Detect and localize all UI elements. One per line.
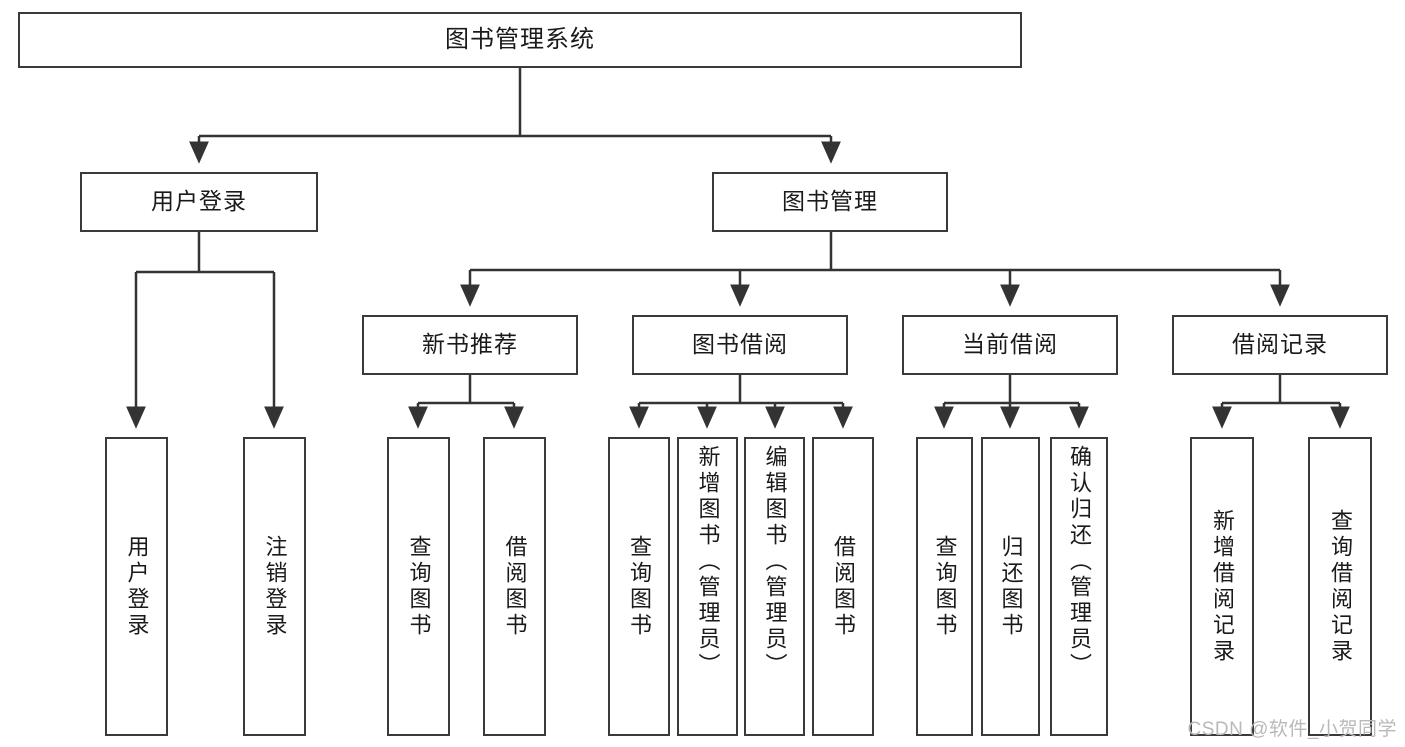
node-leaf-query-book-borrow[interactable]: 查询图书 [608,437,670,736]
node-borrow-record[interactable]: 借阅记录 [1172,315,1388,375]
node-leaf-return-book[interactable]: 归还图书 [981,437,1040,736]
node-book-management-label: 图书管理 [782,188,878,215]
node-leaf-logout[interactable]: 注销登录 [243,437,306,736]
node-book-borrow[interactable]: 图书借阅 [632,315,848,375]
node-leaf-query-book-current[interactable]: 查询图书 [916,437,973,736]
node-leaf-confirm-return-admin[interactable]: 确认归还（管理员） [1050,437,1108,736]
node-leaf-borrow-book[interactable]: 借阅图书 [812,437,874,736]
node-leaf-user-login[interactable]: 用户登录 [105,437,168,736]
node-borrow-record-label: 借阅记录 [1232,331,1328,358]
node-leaf-label: 确认归还（管理员） [1067,445,1092,679]
node-root-system[interactable]: 图书管理系统 [18,12,1022,68]
node-leaf-label: 归还图书 [998,534,1024,639]
csdn-watermark: CSDN @软件_小贺同学 [1187,719,1397,740]
node-new-book-recommend-label: 新书推荐 [422,331,518,358]
node-leaf-label: 查询借阅记录 [1328,508,1353,665]
node-leaf-add-book-admin[interactable]: 新增图书（管理员） [677,437,738,736]
node-leaf-borrow-book-newbook[interactable]: 借阅图书 [483,437,546,736]
node-leaf-label: 用户登录 [124,534,150,639]
node-root-label: 图书管理系统 [445,25,595,53]
node-leaf-add-borrow-record[interactable]: 新增借阅记录 [1190,437,1254,736]
node-user-login-label: 用户登录 [151,188,247,215]
node-leaf-label: 查询图书 [627,534,652,639]
node-leaf-edit-book-admin[interactable]: 编辑图书（管理员） [744,437,805,736]
node-leaf-label: 借阅图书 [502,534,528,639]
node-current-borrow[interactable]: 当前借阅 [902,315,1118,375]
node-leaf-label: 新增图书（管理员） [695,445,721,679]
node-leaf-query-book-newbook[interactable]: 查询图书 [387,437,450,736]
node-leaf-label: 查询图书 [406,534,432,639]
node-leaf-query-borrow-record[interactable]: 查询借阅记录 [1308,437,1372,736]
node-book-management[interactable]: 图书管理 [712,172,948,232]
node-user-login[interactable]: 用户登录 [80,172,318,232]
node-leaf-label: 借阅图书 [831,534,856,639]
node-leaf-label: 编辑图书（管理员） [762,445,788,679]
node-leaf-label: 新增借阅记录 [1210,508,1235,665]
node-leaf-label: 查询图书 [932,534,958,639]
node-book-borrow-label: 图书借阅 [692,331,788,358]
node-new-book-recommend[interactable]: 新书推荐 [362,315,578,375]
node-leaf-label: 注销登录 [262,534,288,639]
node-current-borrow-label: 当前借阅 [962,331,1058,358]
